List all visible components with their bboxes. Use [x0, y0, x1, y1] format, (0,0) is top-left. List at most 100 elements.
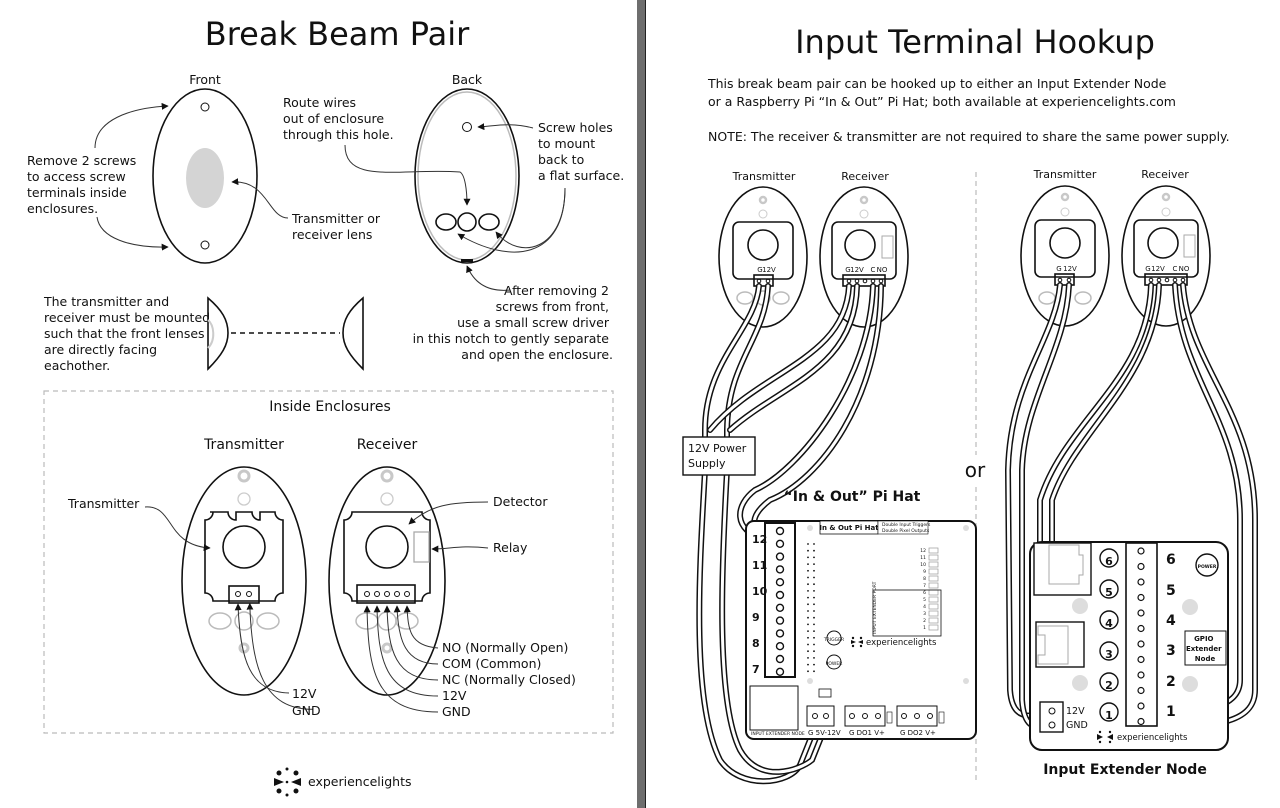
lo-receiver: G 12V C NO [819, 186, 909, 328]
svg-text:12V: 12V [850, 266, 864, 274]
led-number: 10 [920, 562, 926, 568]
led-number: 4 [923, 604, 926, 610]
pi-hat-board: 12 11 10 9 8 7 In & Out Pi Hat Double In… [745, 520, 977, 740]
gpio-pin [807, 670, 809, 673]
gpio-pin [807, 590, 809, 592]
svg-text:1: 1 [1166, 704, 1176, 720]
terminal-screw [1137, 578, 1145, 586]
led-number: 1 [923, 625, 926, 631]
gpio-pin [807, 616, 809, 619]
led-indicator [928, 624, 939, 631]
led-number: 12 [920, 548, 926, 554]
lo-receiver-label: Receiver [841, 170, 889, 183]
terminal-screw [775, 526, 785, 536]
gpio-pin [813, 543, 815, 545]
lens-icon [186, 148, 224, 208]
page-title: Input Terminal Hookup [795, 23, 1155, 61]
svg-text:C: C [871, 266, 876, 274]
gpio-pin [813, 663, 815, 666]
power-terminal [1039, 701, 1064, 733]
power-supply-box [682, 436, 756, 476]
notch-note: After removing 2 screws from front, use … [413, 283, 613, 362]
do2-terminal-label: G DO2 V+ [900, 729, 936, 737]
led-indicator [928, 617, 939, 624]
pi-hat-name: In & Out Pi Hat [819, 524, 879, 532]
terminal-screw [775, 590, 785, 600]
terminal-screw [1137, 624, 1145, 633]
terminal-screw [1137, 702, 1145, 710]
gpio-pin [813, 670, 815, 673]
page-input-terminal-hookup: Input Terminal Hookup This break beam pa… [646, 0, 1280, 808]
pi-hat-terminal-block [764, 522, 796, 678]
route-wires-note: Route wires out of enclosure through thi… [283, 95, 394, 142]
led-indicator [928, 582, 939, 589]
led-indicator [928, 589, 939, 596]
svg-text:G: G [1056, 265, 1061, 273]
svg-text:POWER: POWER [1198, 564, 1217, 570]
receiver-heading: Receiver [357, 437, 418, 453]
ethernet-port-1 [1033, 542, 1092, 596]
gpio-pin [813, 657, 815, 659]
ien-logo-text: experiencelights [1117, 733, 1188, 743]
led-indicator [928, 554, 939, 561]
gpio-pin [813, 583, 815, 586]
terminal-screw [775, 654, 785, 664]
receiver-terminal-labels: NO (Normally Open) COM (Common) NC (Norm… [442, 640, 580, 719]
intro-text: This break beam pair can be hooked up to… [707, 76, 1176, 109]
led-number: 7 [923, 583, 926, 589]
terminal-screw [775, 578, 785, 587]
gpio-pin [807, 636, 809, 639]
gpio-pin [807, 650, 809, 653]
led-indicator [928, 561, 939, 568]
power-button [1195, 553, 1219, 577]
page-gutter [637, 0, 646, 808]
relay [413, 531, 430, 563]
gpio-pin [807, 623, 809, 626]
input-buttons: 6 5 4 3 2 1 [1099, 548, 1119, 722]
led-number: 6 [923, 590, 926, 596]
gpio-pin [807, 549, 809, 552]
svg-text:4: 4 [1166, 613, 1176, 629]
relay-callout: Relay [493, 540, 528, 555]
gpio-pin [813, 610, 815, 612]
gpio-pin [807, 596, 809, 599]
led-indicator [928, 603, 939, 610]
gpio-pin [807, 569, 809, 572]
gpio-pin [813, 569, 815, 572]
svg-text:2: 2 [1105, 679, 1113, 692]
front-label: Front [189, 72, 221, 87]
back-label: Back [452, 72, 483, 87]
terminal-screw [1137, 655, 1145, 664]
terminal-screw [1137, 562, 1145, 571]
gpio-pin [813, 616, 815, 619]
terminal-screw [775, 667, 785, 676]
svg-text:3: 3 [1105, 648, 1113, 661]
terminal-screw [1137, 717, 1145, 726]
terminal-screw [775, 552, 785, 561]
gpio-pin [813, 590, 815, 592]
svg-text:G: G [1145, 265, 1150, 273]
input-terminal-block [1125, 542, 1158, 727]
led-indicator [928, 547, 939, 554]
svg-text:7: 7 [752, 663, 760, 676]
pi-hat-subtitle: Double Input Triggers Double Pixel Outpu… [882, 522, 932, 534]
gpio-pin [813, 549, 815, 552]
svg-text:1: 1 [1105, 709, 1113, 722]
transmitter-callout: Transmitter [67, 496, 140, 511]
remove-screws-note: Remove 2 screws to access screw terminal… [27, 153, 140, 216]
logo-icon [851, 636, 863, 648]
ro-receiver: G 12V C NO [1121, 185, 1211, 327]
gpio-extender-label: GPIO Extender Node [1186, 635, 1224, 663]
svg-text:POWER: POWER [826, 661, 843, 667]
gpio-header [807, 543, 815, 673]
gpio-pin [807, 630, 809, 632]
hookup-diagram: Input Terminal Hookup This break beam pa… [682, 23, 1258, 785]
trigger-button [826, 630, 842, 646]
transmitter-terminal-labels: 12V GND [292, 686, 321, 718]
svg-text:6: 6 [1105, 555, 1113, 568]
mounting-note: The transmitter and receiver must be mou… [43, 294, 214, 373]
lens-note: Transmitter or receiver lens [291, 211, 384, 242]
gpio-pin [807, 643, 809, 646]
terminal-screw [1137, 547, 1145, 555]
gpio-pin [807, 663, 809, 666]
